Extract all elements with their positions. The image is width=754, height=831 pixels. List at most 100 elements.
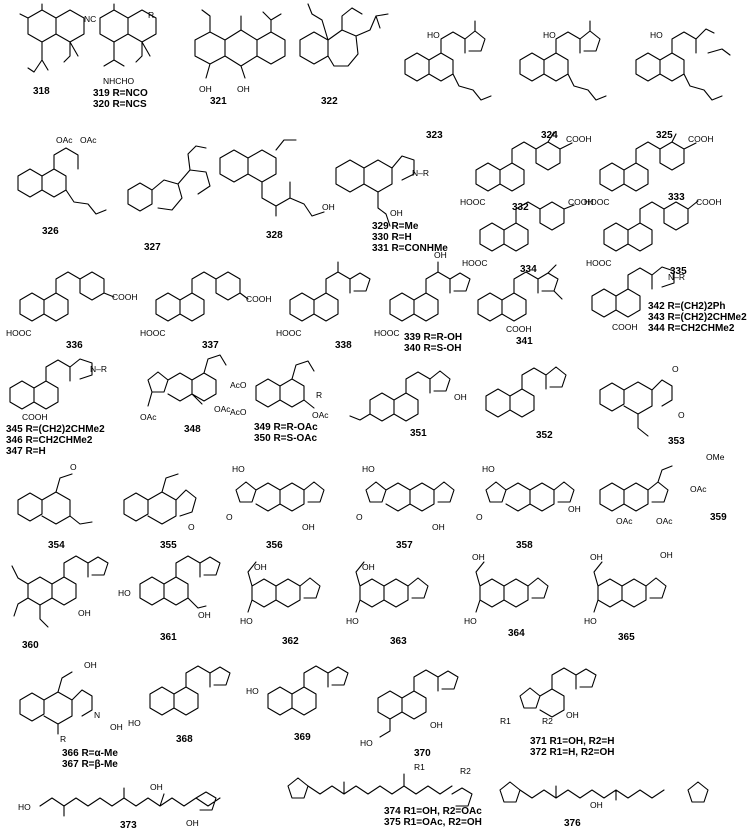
label-o: O — [476, 512, 483, 522]
label-r: R — [60, 734, 66, 744]
structure-374-375: R1 R2 374 R1=OH, R2=OAc 375 R1=OAc, R2=O… — [287, 762, 482, 828]
label-oh: OH — [362, 562, 375, 572]
compound-number: 365 — [618, 632, 635, 643]
structure-328: OH 328 — [219, 139, 335, 241]
label-r2: R2 — [542, 716, 553, 726]
compound-number: 355 — [160, 540, 177, 551]
structure-364: OH HO 364 — [464, 552, 549, 639]
label-ho: HO — [362, 464, 375, 474]
label-oac-1: OAc — [56, 135, 73, 145]
compound-number: 328 — [266, 230, 283, 241]
label-r: R — [148, 10, 154, 20]
compound-number: 370 — [414, 748, 431, 759]
structure-349-350: AcO AcO R OAc 349 R=R-OAc 350 R=S-OAc — [230, 360, 329, 444]
compound-number: 321 — [210, 96, 227, 107]
label-329: 329 R=Me — [372, 221, 419, 232]
compound-number: 322 — [321, 96, 338, 107]
label-ho: HO — [232, 464, 245, 474]
compound-number: 333 — [668, 192, 685, 203]
label-oh-2: OH — [590, 552, 603, 562]
compound-number: 325 — [656, 130, 673, 141]
label-hooc: HOOC — [460, 197, 486, 207]
label-ome: OMe — [706, 452, 725, 462]
compound-number: 323 — [426, 130, 443, 141]
label-oh: OH — [322, 202, 335, 212]
label-n-r: N–R — [90, 364, 107, 374]
label-o-2: O — [678, 410, 685, 420]
label-oh: OH — [432, 522, 445, 532]
structure-366-367: OH N OH R 366 R=α-Me 367 R=β-Me — [19, 660, 123, 770]
structure-355: O 355 — [123, 473, 197, 551]
structure-327: 327 — [127, 145, 211, 253]
label-hooc: HOOC — [586, 258, 612, 268]
label-340: 340 R=S-OH — [404, 343, 462, 354]
compound-number: 336 — [66, 340, 83, 351]
label-oh-2: OH — [237, 84, 250, 94]
label-oh: OH — [454, 392, 467, 402]
structure-357: HO O OH 357 — [356, 464, 455, 551]
structure-339-340: OH HOOC 339 R=R-OH 340 R=S-OH — [374, 250, 471, 354]
structure-359: OMe OAc OAc OAc 359 — [599, 452, 727, 526]
compound-number: 358 — [516, 540, 533, 551]
label-367: 367 R=β-Me — [62, 759, 118, 770]
compound-number: 338 — [335, 340, 352, 351]
label-cooh: COOH — [112, 292, 138, 302]
structure-319-320: R NHCHO 319 R=NCO 320 R=NCS — [93, 3, 157, 110]
compound-number: 324 — [541, 130, 558, 141]
compound-number: 373 — [120, 820, 137, 831]
label-ho: HO — [543, 30, 556, 40]
label-n-r: N–R — [412, 168, 429, 178]
structure-325: HO 325 — [635, 28, 731, 141]
structure-351: OH 351 — [349, 370, 467, 439]
label-366: 366 R=α-Me — [62, 748, 118, 759]
structure-361: HO OH 361 — [118, 555, 221, 643]
label-cooh: COOH — [22, 412, 48, 422]
label-374: 374 R1=OH, R2=OAc — [384, 806, 482, 817]
label-ho: HO — [584, 616, 597, 626]
label-hooc: HOOC — [374, 328, 400, 338]
label-hooc: HOOC — [584, 197, 610, 207]
compound-number: 357 — [396, 540, 413, 551]
compound-number: 369 — [294, 732, 311, 743]
label-n: N — [94, 710, 100, 720]
structure-323: HO 323 — [404, 20, 492, 141]
structure-376: OH 376 — [499, 781, 709, 829]
compound-number: 337 — [202, 340, 219, 351]
label-375: 375 R1=OAc, R2=OH — [384, 817, 482, 828]
label-oh: OH — [254, 562, 267, 572]
label-ho: HO — [246, 686, 259, 696]
compound-number: 360 — [22, 640, 39, 651]
label-oh: OH — [78, 608, 91, 618]
label-320: 320 R=NCS — [93, 99, 147, 110]
label-oh: OH — [566, 710, 579, 720]
label-342: 342 R=(CH2)2Ph — [648, 301, 726, 312]
label-oh: OH — [472, 552, 485, 562]
label-o: O — [356, 512, 363, 522]
label-343: 343 R=(CH2)2CHMe2 — [648, 312, 747, 323]
label-oh: OH — [568, 504, 581, 514]
structure-332: COOH HOOC 332 — [460, 131, 592, 213]
label-cooh: COOH — [696, 197, 722, 207]
structure-318: NC 318 — [19, 3, 96, 97]
label-ho: HO — [427, 30, 440, 40]
label-aco-2: AcO — [230, 407, 247, 417]
structure-373: HO OH OH 373 — [18, 782, 221, 831]
label-oh-2: OH — [186, 818, 199, 828]
structure-322: 322 — [299, 3, 389, 107]
label-r: R — [316, 390, 322, 400]
label-r1: R1 — [500, 716, 511, 726]
structure-365: OH OH HO 365 — [584, 550, 673, 643]
label-ho: HO — [18, 802, 31, 812]
label-ho: HO — [360, 738, 373, 748]
label-oac-2: OAc — [140, 412, 157, 422]
structure-363: OH HO 363 — [346, 561, 429, 647]
label-cooh: COOH — [246, 294, 272, 304]
label-349: 349 R=R-OAc — [254, 422, 318, 433]
label-r1: R1 — [414, 762, 425, 772]
compound-number: 318 — [33, 86, 50, 97]
label-ho: HO — [346, 616, 359, 626]
label-ho: HO — [482, 464, 495, 474]
label-oac-2: OAc — [616, 516, 633, 526]
compound-number: 327 — [144, 242, 161, 253]
